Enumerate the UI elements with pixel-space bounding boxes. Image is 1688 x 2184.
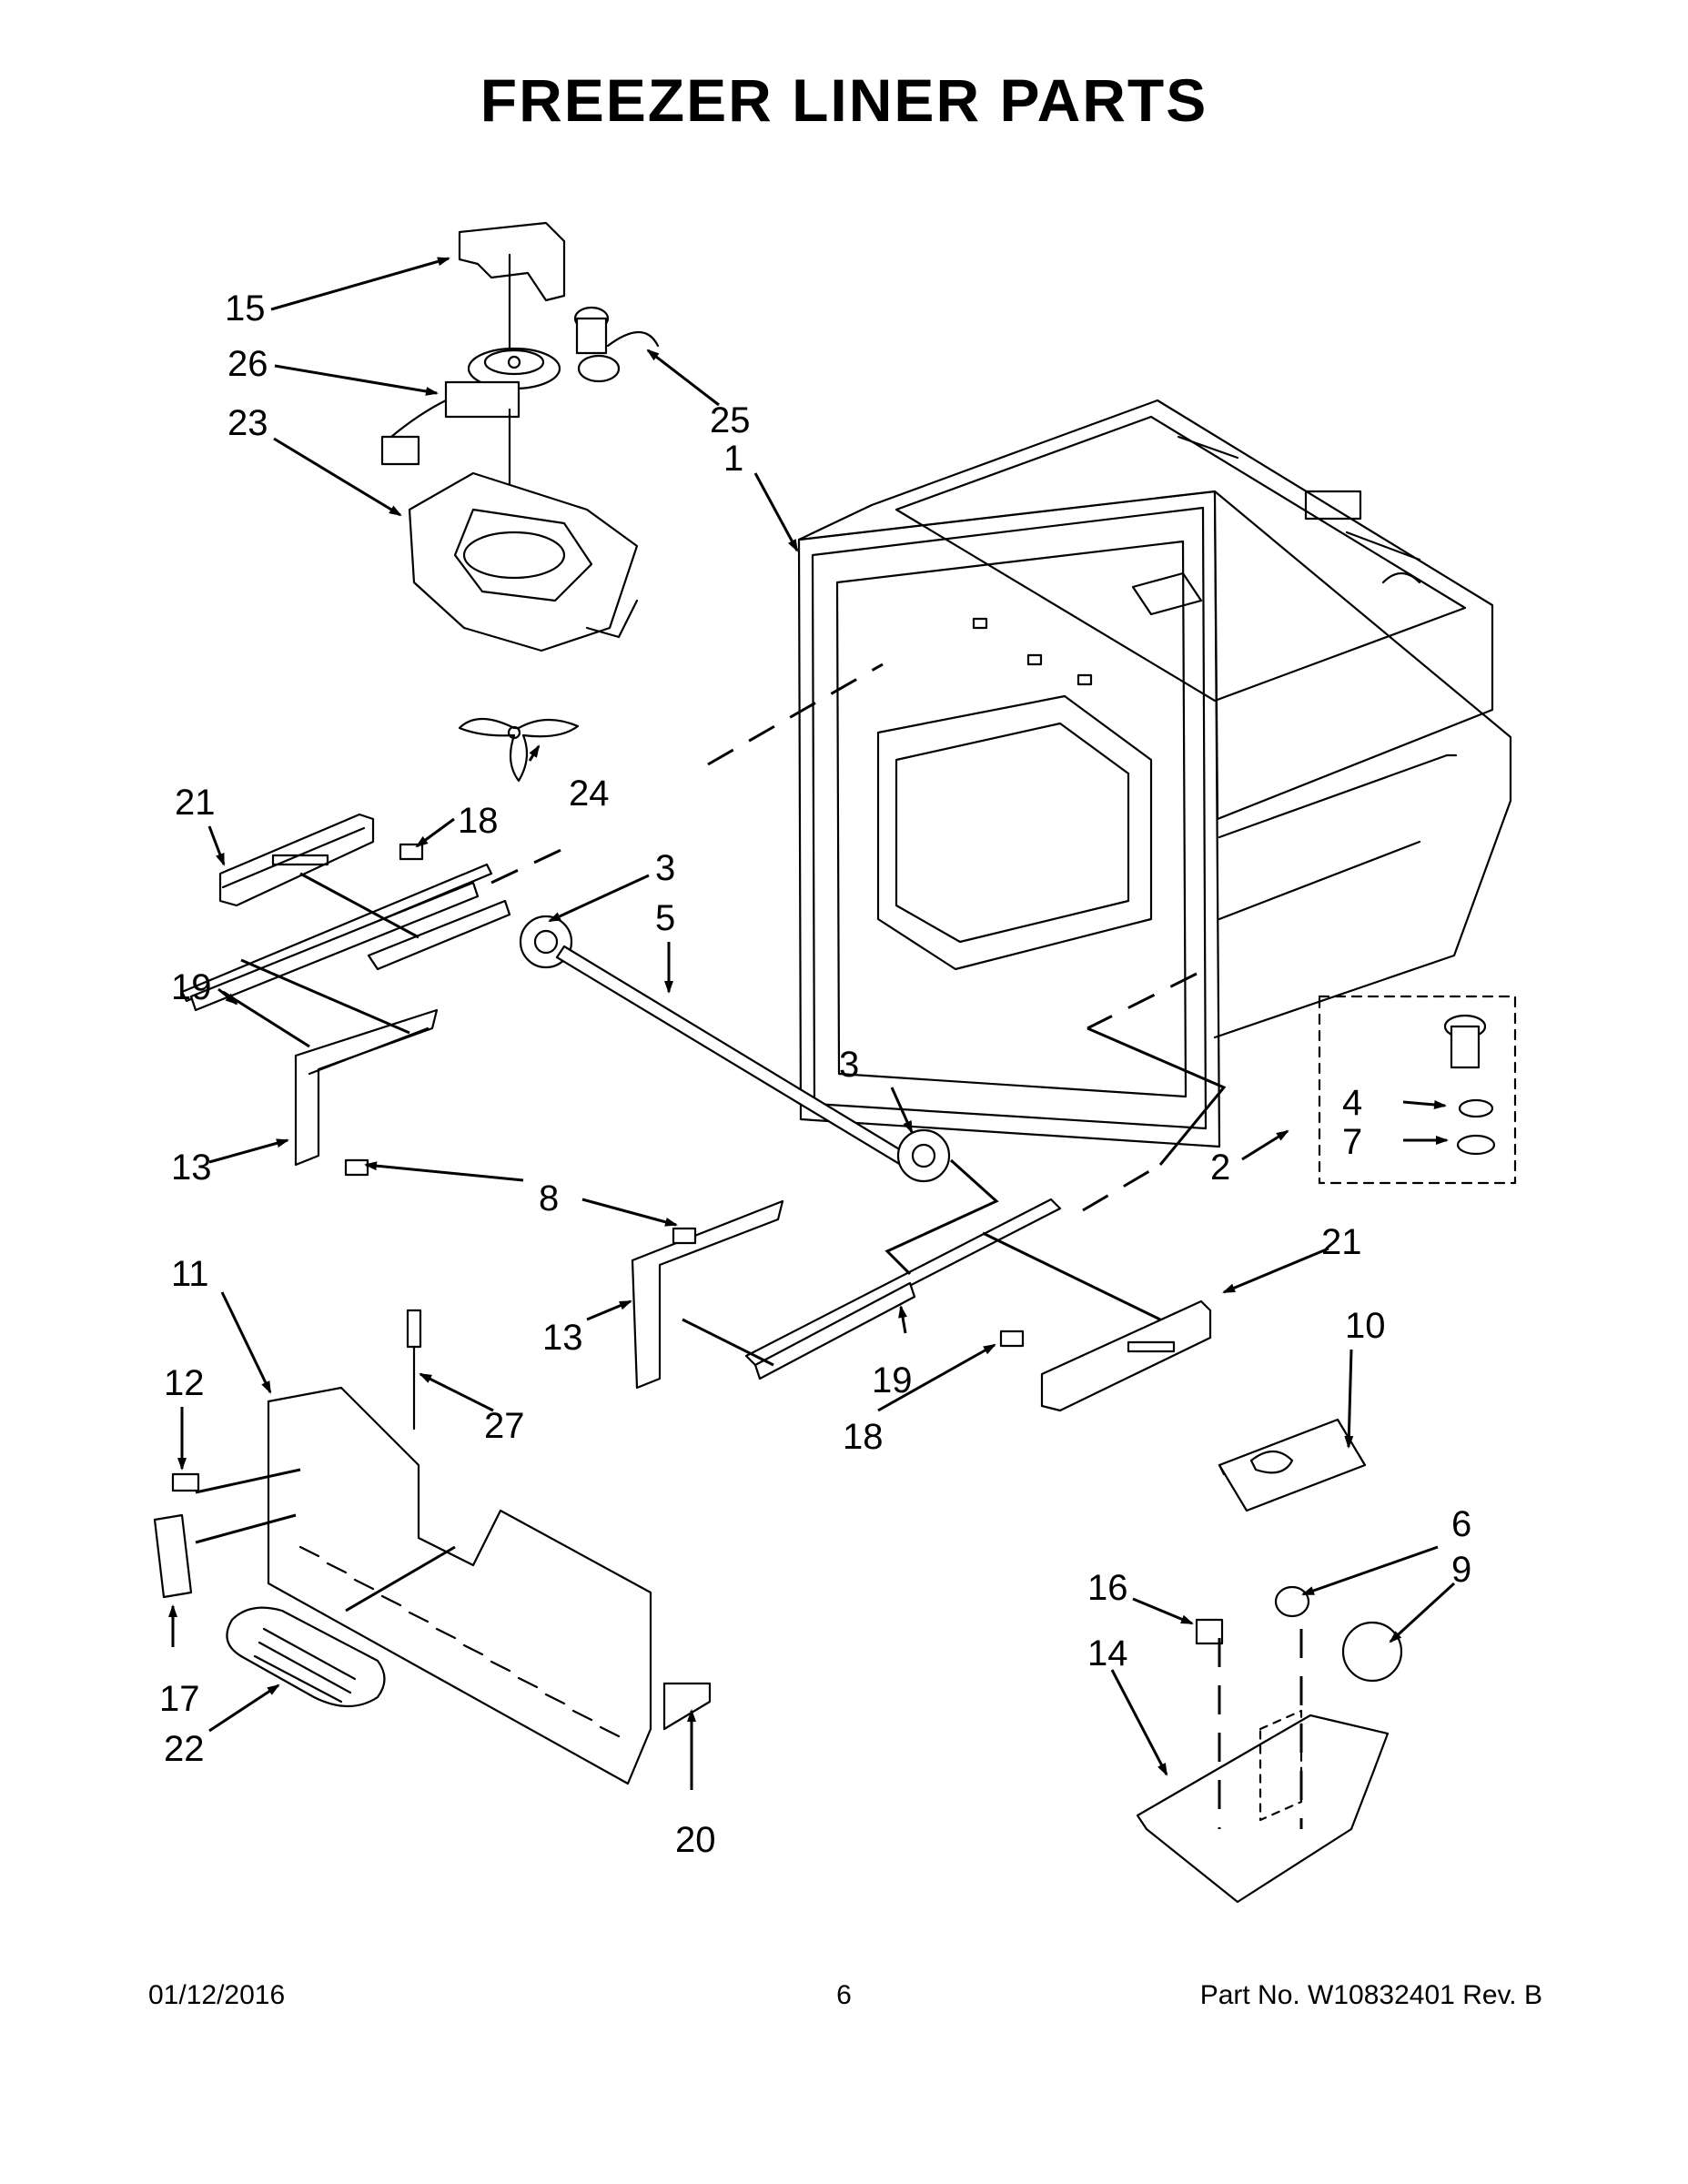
- callout-10: 10: [1345, 1306, 1386, 1346]
- footer-part-number: Part No. W10832401 Rev. B: [1199, 1980, 1542, 2010]
- small-parts-left: [155, 1310, 710, 1729]
- callout-23: 23: [227, 403, 268, 443]
- callout-1: 1: [723, 439, 743, 479]
- assembly-lines: [195, 872, 1227, 1613]
- callout-26: 26: [227, 344, 268, 384]
- page-title: FREEZER LINER PARTS: [480, 66, 1208, 134]
- alignment-dashes: [490, 662, 1303, 1829]
- instruction-sheet: [1219, 1420, 1365, 1511]
- callout-22: 22: [164, 1729, 205, 1769]
- footer-date: 01/12/2016: [148, 1980, 286, 2010]
- rear-cover-panel: [268, 1388, 651, 1784]
- callout-13-left: 13: [171, 1148, 212, 1188]
- callout-18-left: 18: [458, 801, 499, 841]
- screws: [346, 844, 1023, 1346]
- footer-page-number: 6: [836, 1980, 852, 2010]
- callout-17: 17: [159, 1679, 200, 1719]
- callout-14: 14: [1087, 1633, 1128, 1673]
- callout-20: 20: [675, 1820, 716, 1860]
- callout-18-right: 18: [843, 1417, 884, 1457]
- callout-12: 12: [164, 1363, 205, 1403]
- callout-27: 27: [484, 1406, 525, 1446]
- callout-leaders: [168, 257, 1456, 1790]
- left-upper-rail: [220, 814, 373, 905]
- callout-19-right: 19: [872, 1360, 913, 1400]
- callout-5: 5: [655, 898, 675, 938]
- callout-3-left: 3: [655, 848, 675, 888]
- right-gear: [898, 1130, 949, 1181]
- vent-grille: [227, 1608, 384, 1706]
- callout-6: 6: [1451, 1504, 1471, 1544]
- water-valve-inset: [1319, 996, 1515, 1183]
- callout-8-left: 8: [539, 1178, 559, 1218]
- callout-labels: 1 2 3 3 4 5 6 7 8 9 10 11 12 13 13 14 15…: [159, 288, 1471, 1860]
- right-rail-bracket: [632, 1201, 783, 1388]
- callout-21-left: 21: [175, 783, 216, 823]
- callout-25: 25: [710, 400, 751, 440]
- callout-15: 15: [225, 288, 266, 329]
- callout-7: 7: [1342, 1122, 1362, 1162]
- light-housing: [1137, 1587, 1401, 1902]
- left-rail-bracket: [296, 1010, 437, 1165]
- callout-11: 11: [171, 1254, 209, 1294]
- callout-9: 9: [1451, 1550, 1471, 1590]
- right-upper-rail: [1042, 1301, 1210, 1410]
- callout-4: 4: [1342, 1083, 1362, 1123]
- right-slide-rail: [746, 1199, 1060, 1379]
- callout-13-right: 13: [542, 1318, 583, 1358]
- callout-2: 2: [1210, 1148, 1230, 1188]
- callout-3-right: 3: [839, 1045, 859, 1085]
- freezer-liner-tub: [799, 400, 1511, 1147]
- callout-19-left: 19: [171, 967, 212, 1007]
- evaporator-fan-assembly: [382, 223, 658, 781]
- callout-21-right: 21: [1321, 1222, 1362, 1262]
- callout-16: 16: [1087, 1568, 1128, 1608]
- callout-24: 24: [569, 774, 610, 814]
